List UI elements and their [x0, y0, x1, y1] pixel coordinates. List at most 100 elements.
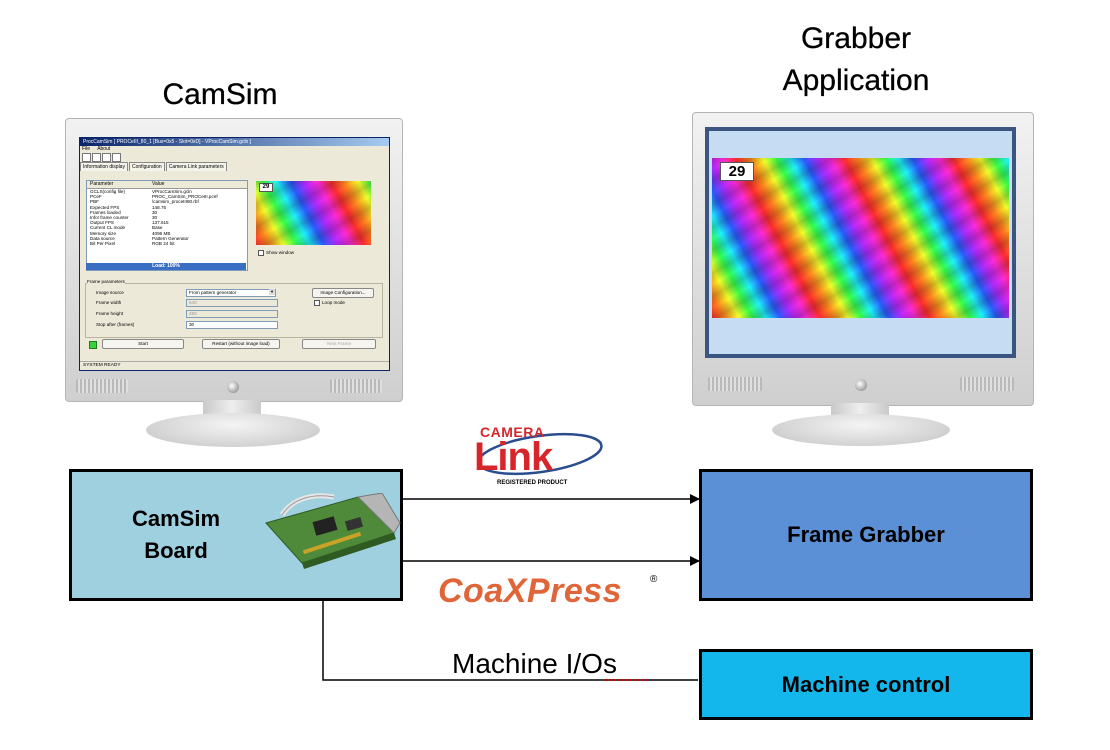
grabber-left-speaker	[708, 377, 762, 391]
table-cell-value: RGB 24 bit	[152, 240, 175, 246]
grabber-frame-counter: 29	[720, 162, 754, 181]
restart-button[interactable]: Restart (without image load)	[202, 339, 280, 349]
table-row: Info! frame counter 30	[87, 215, 247, 220]
preview-frame-counter: 29	[259, 183, 273, 192]
load-progress-bar: Load: 100%	[86, 263, 246, 270]
image-source-label: Image source	[96, 290, 124, 295]
table-row: Output FPS 137.615	[87, 220, 247, 225]
tab-information-display[interactable]: Information display	[80, 162, 128, 171]
table-cell-value: \camsim_proceIII80.rbf	[152, 199, 199, 205]
save-as-icon[interactable]	[112, 153, 121, 162]
table-cell-value: 4096 MB	[152, 230, 171, 236]
parameter-table: Parameter Value GCLS(config file)VProcCam…	[86, 180, 248, 271]
power-button-icon	[227, 381, 239, 393]
image-configuration-button[interactable]: Image Configuration...	[312, 288, 374, 298]
camsim-toolbar	[80, 153, 389, 162]
grabber-pattern-image	[712, 158, 1009, 318]
table-row: PCeF PROC_CamSim_PROCeIII.pcef	[87, 194, 247, 199]
start-button[interactable]: Start	[102, 339, 184, 349]
frame-height-input[interactable]: 480	[186, 310, 278, 318]
pci-board-illustration	[265, 493, 401, 569]
machine-control-box: Machine control	[699, 649, 1033, 720]
chevron-down-icon[interactable]: ▾	[269, 289, 275, 295]
header-value: Value	[152, 181, 165, 187]
table-cell-value: VProcCamSim.gcln	[152, 189, 192, 194]
table-row: Data source Pattern Generator	[87, 236, 247, 241]
grabber-power-button-icon	[855, 379, 867, 391]
table-cell-parameter: Info! frame counter	[90, 214, 129, 220]
parameter-table-header: Parameter Value	[87, 181, 247, 189]
table-cell-parameter: Frames loaded	[90, 209, 121, 215]
right-speaker-grille	[330, 379, 382, 393]
table-cell-parameter: PCeF	[90, 194, 102, 200]
table-cell-parameter: PBF	[90, 199, 99, 205]
machine-control-label: Machine control	[781, 671, 951, 697]
table-row: Expected FPS 148.76	[87, 205, 247, 210]
table-cell-value: 30	[152, 214, 158, 220]
table-cell-value: 137.615	[152, 220, 169, 226]
table-row: Frames loaded 30	[87, 210, 247, 215]
status-bar: SYSTEM READY	[80, 361, 389, 370]
table-row: Current CL mode Base	[87, 225, 247, 230]
grabber-title-line2: Application	[782, 64, 930, 97]
frame-height-label: Frame height	[96, 311, 124, 316]
status-led-icon	[89, 341, 97, 349]
menu-about[interactable]: About	[97, 146, 111, 152]
table-cell-value: Pattern Generator	[152, 235, 189, 241]
new-file-icon[interactable]	[82, 153, 91, 162]
table-cell-parameter: Memory size	[90, 230, 117, 236]
cameralink-swoosh	[477, 432, 603, 476]
table-cell-value: 148.76	[152, 204, 167, 210]
table-cell-value: Base	[152, 225, 163, 231]
frame-parameters-group	[85, 283, 383, 338]
table-row: Bit Per Pixel RGB 24 bit	[87, 241, 247, 246]
camsim-window-title: ProcCamSim [ PROCeIII_80_1 [Bus=0x5 - Sl…	[80, 138, 389, 146]
table-cell-value: 30	[152, 209, 158, 215]
loop-mode-checkbox[interactable]: Loop mode	[314, 300, 345, 306]
table-cell-parameter: Expected FPS	[90, 204, 120, 210]
loop-mode-label: Loop mode	[322, 300, 345, 306]
grabber-title-line1: Grabber	[800, 22, 912, 55]
stop-after-input[interactable]: 30	[186, 321, 278, 329]
next-frame-button[interactable]: Next Frame	[302, 339, 376, 349]
frame-width-input[interactable]: 640	[186, 299, 278, 307]
frame-grabber-label: Frame Grabber	[787, 522, 945, 547]
table-row: GCLS(config file)VProcCamSim.gcln	[87, 189, 247, 194]
tab-configuration[interactable]: Configuration	[128, 162, 165, 171]
show-window-checkbox[interactable]: Show window	[258, 250, 294, 256]
monitor-stand-base	[146, 413, 320, 447]
grabber-stand-base	[772, 414, 950, 446]
cameralink-main-text: Link	[474, 435, 553, 479]
grabber-right-speaker	[960, 377, 1014, 391]
machine-ios-label: Machine I/Os	[452, 648, 617, 679]
table-cell-value: PROC_CamSim_PROCeIII.pcef	[152, 194, 218, 200]
coaxpress-logo: CoaXPress	[438, 572, 623, 610]
save-icon[interactable]	[102, 153, 111, 162]
table-cell-parameter: Output FPS	[90, 220, 115, 226]
menu-file[interactable]: File	[82, 146, 91, 152]
camsim-title: CamSim	[162, 78, 278, 111]
coaxpress-registered-mark: ®	[650, 574, 658, 585]
preview-pattern-image	[256, 181, 371, 245]
table-row: Memory size 4096 MB	[87, 231, 247, 236]
image-source-select[interactable]: From pattern generator	[186, 289, 276, 297]
camsim-board-label: CamSim Board	[131, 506, 221, 563]
left-speaker-grille	[76, 379, 128, 393]
camsim-menu-bar: File About	[80, 146, 389, 153]
header-parameter: Parameter	[90, 181, 114, 187]
frame-width-label: Frame width	[96, 300, 122, 305]
open-folder-icon[interactable]	[92, 153, 101, 162]
stop-after-label: Stop after (frames)	[96, 322, 135, 327]
table-cell-parameter: Current CL mode	[90, 225, 126, 231]
camsim-app-window: ProcCamSim [ PROCeIII_80_1 [Bus=0x5 - Sl…	[79, 137, 390, 371]
machine-ios-spellcheck-underline	[606, 679, 648, 681]
tab-camera-link-parameters[interactable]: Camera Link parameters	[165, 162, 227, 171]
frame-parameters-heading: Frame parameters	[87, 279, 125, 284]
table-cell-parameter: Data source	[90, 235, 115, 241]
cameralink-sub-text: REGISTERED PRODUCT	[497, 480, 568, 486]
table-row: PBF \camsim_proceIII80.rbf	[87, 199, 247, 204]
table-cell-parameter: Bit Per Pixel	[90, 240, 116, 246]
